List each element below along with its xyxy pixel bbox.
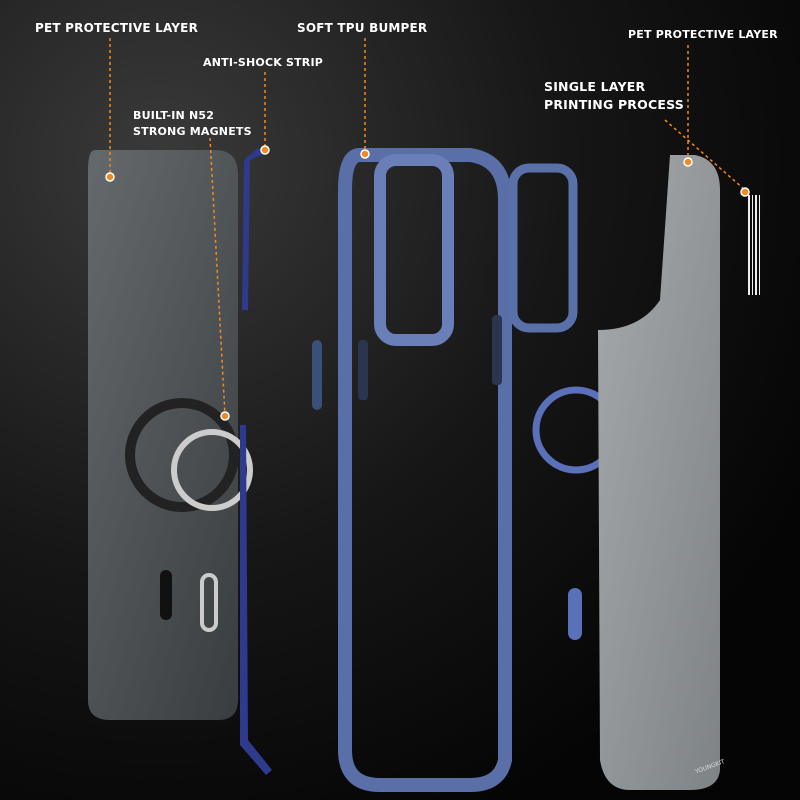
label-printing: SINGLE LAYER PRINTING PROCESS: [544, 78, 684, 114]
anti-shock-strip: [240, 148, 322, 775]
soft-tpu-bumper: [338, 148, 512, 792]
barcode: [748, 195, 760, 295]
pet-layer-right: [598, 155, 720, 790]
label-pet-layer-left: PET PROTECTIVE LAYER: [35, 21, 199, 35]
label-magnets: BUILT-IN N52 STRONG MAGNETS: [133, 108, 252, 140]
label-magnets-line1: BUILT-IN N52: [133, 109, 215, 122]
label-magnets-line2: STRONG MAGNETS: [133, 125, 252, 138]
leader-dots: [105, 145, 750, 421]
camera-ring: [508, 163, 578, 333]
magnet-ring: [171, 429, 253, 632]
leader-lines: [109, 38, 746, 416]
label-soft-tpu-bumper: SOFT TPU BUMPER: [297, 21, 428, 35]
label-printing-line1: SINGLE LAYER: [544, 79, 646, 94]
label-pet-layer-right: PET PROTECTIVE LAYER: [628, 28, 778, 41]
label-anti-shock-strip: ANTI-SHOCK STRIP: [203, 56, 324, 69]
label-printing-line2: PRINTING PROCESS: [544, 97, 684, 112]
pet-layer-left: [88, 150, 239, 720]
